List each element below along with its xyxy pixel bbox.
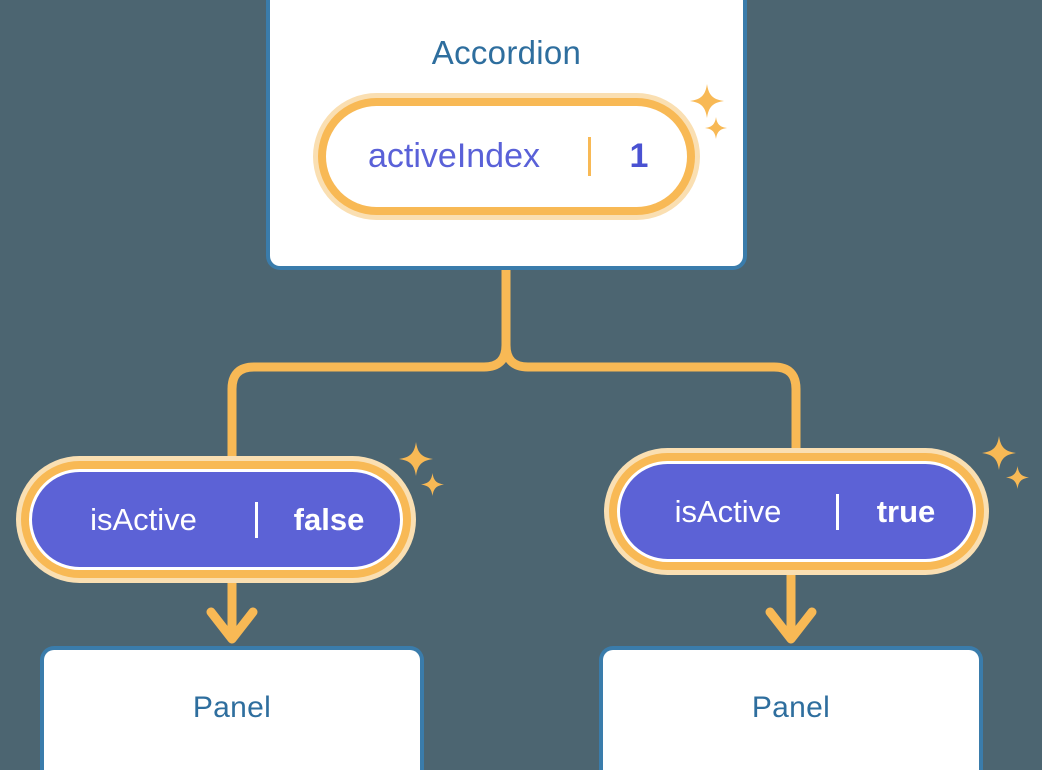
state-key-label: isActive bbox=[620, 493, 839, 530]
pill-body: isActive true bbox=[617, 461, 976, 562]
panel-title: Panel bbox=[751, 691, 831, 724]
panel-card-left[interactable]: Panel bbox=[40, 646, 424, 770]
state-pill-active-index[interactable]: activeIndex 1 bbox=[313, 93, 700, 220]
panel-card-right[interactable]: Panel bbox=[599, 646, 983, 770]
state-value-label: true bbox=[876, 493, 936, 529]
accordion-title: Accordion bbox=[431, 34, 582, 71]
connector-branch-right bbox=[501, 340, 801, 467]
sparkle-icon bbox=[421, 473, 444, 496]
panel-title: Panel bbox=[192, 691, 272, 724]
pill-body: isActive false bbox=[29, 469, 403, 570]
connector-branch-left bbox=[227, 340, 511, 475]
state-value-label: 1 bbox=[629, 137, 649, 175]
sparkle-icon bbox=[1006, 466, 1029, 489]
state-key-label: activeIndex bbox=[326, 137, 591, 176]
state-pill-is-active-left[interactable]: isActive false bbox=[16, 456, 416, 583]
arrow-down-icon-right bbox=[765, 607, 817, 644]
pill-body: activeIndex 1 bbox=[326, 106, 687, 207]
arrow-down-icon-left bbox=[206, 607, 258, 644]
state-value-label: false bbox=[293, 501, 365, 537]
state-key-label: isActive bbox=[32, 501, 258, 538]
state-pill-is-active-right[interactable]: isActive true bbox=[604, 448, 989, 575]
